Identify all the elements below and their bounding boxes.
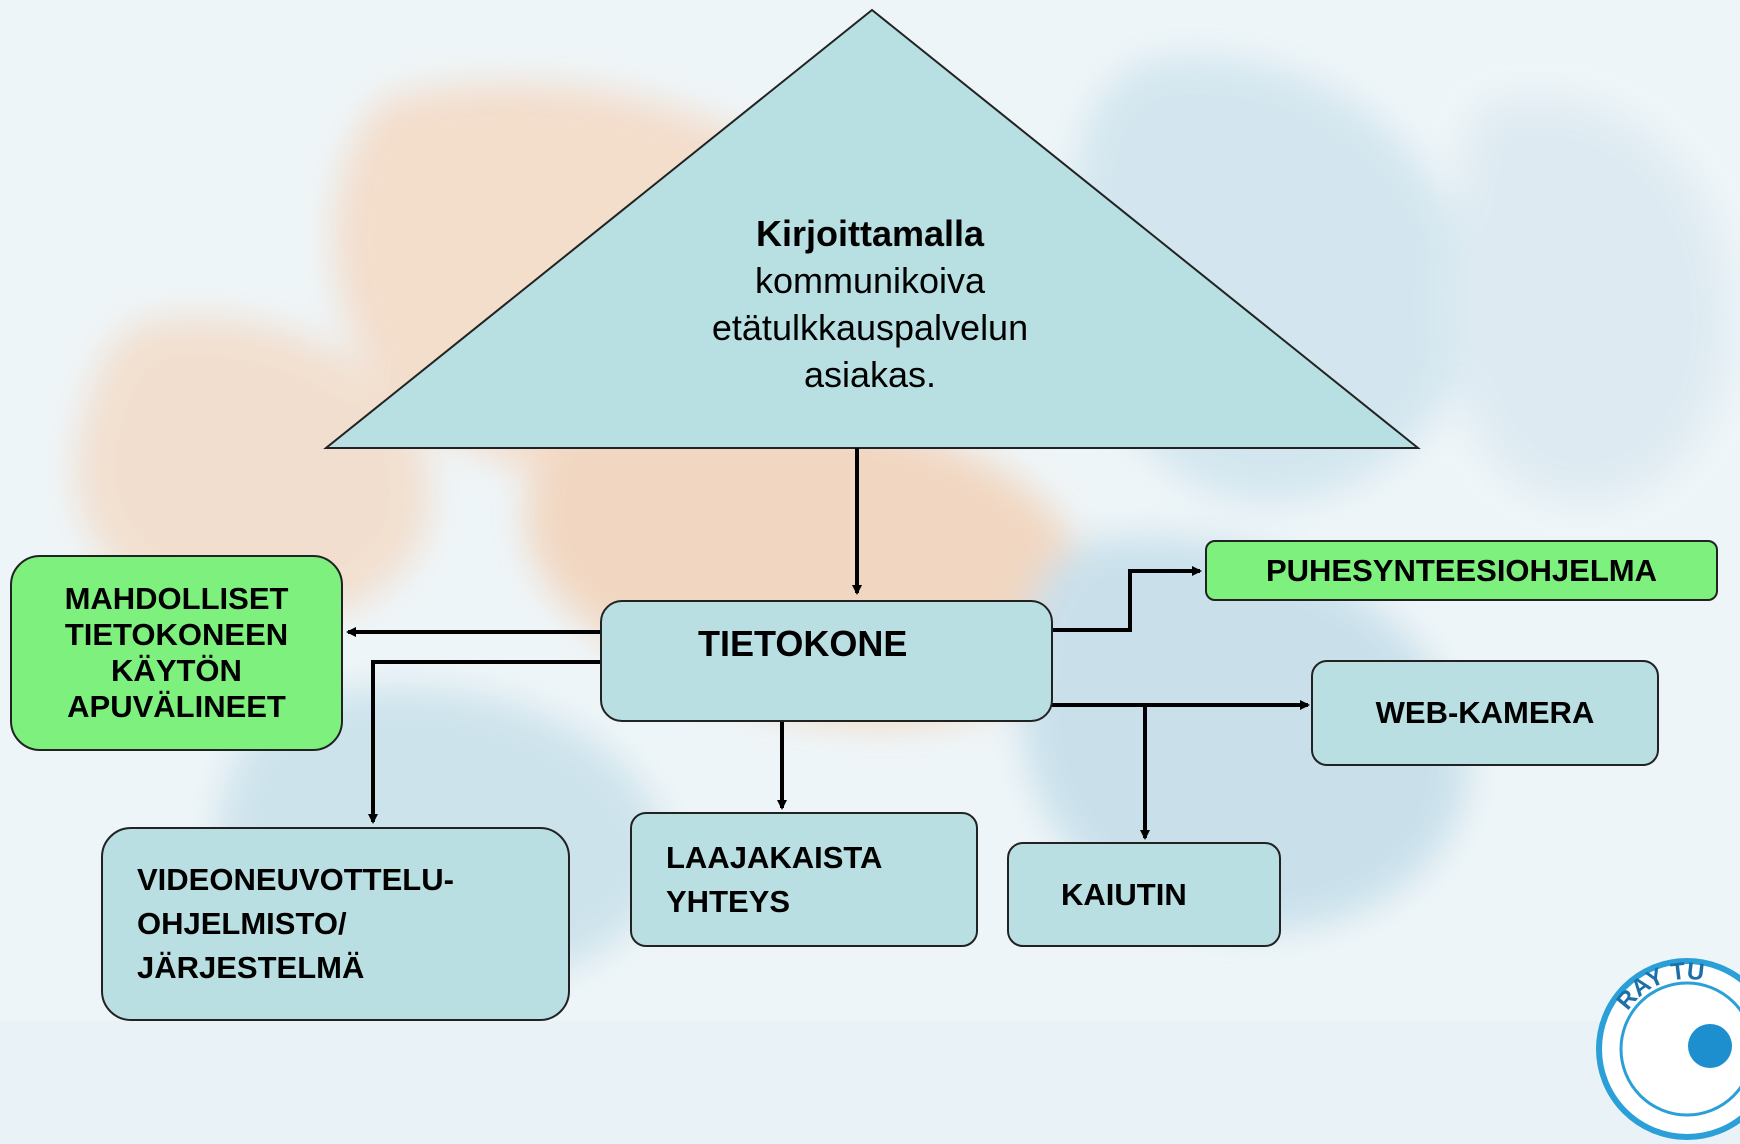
ray-logo: RAY TU <box>1596 958 1740 1140</box>
client-triangle <box>323 8 1421 449</box>
node-puhesynteesi: PUHESYNTEESIOHJELMA <box>1205 540 1718 601</box>
node-webkamera: WEB-KAMERA <box>1311 660 1659 766</box>
node-tietokone: TIETOKONE <box>600 600 1053 722</box>
arrow-to-puhesynteesi <box>1052 566 1202 632</box>
node-video-line-1: VIDEONEUVOTTELU- <box>137 862 454 897</box>
client-line-2: etätulkkauspalvelun <box>711 307 1029 348</box>
node-video-line-3: JÄRJESTELMÄ <box>137 950 365 985</box>
node-webkamera-label: WEB-KAMERA <box>1375 695 1595 730</box>
node-tietokone-label: TIETOKONE <box>698 623 908 664</box>
node-puhesynteesi-label: PUHESYNTEESIOHJELMA <box>1265 552 1657 588</box>
client-line-3: asiakas. <box>803 354 937 395</box>
node-apuvalineet-line-4: APUVÄLINEET <box>67 689 286 724</box>
node-laajakaista: LAAJAKAISTA YHTEYS <box>630 812 978 947</box>
client-title: Kirjoittamalla <box>755 213 985 254</box>
client-description: Kirjoittamalla kommunikoiva etätulkkausp… <box>620 210 1120 398</box>
node-apuvalineet-line-2: TIETOKONEEN <box>64 617 289 652</box>
client-line-1: kommunikoiva <box>754 260 986 301</box>
diagram-canvas <box>323 8 1421 840</box>
node-laajakaista-line-1: LAAJAKAISTA <box>666 839 883 875</box>
arrow-to-video <box>368 660 600 824</box>
node-video-line-2: OHJELMISTO/ <box>137 906 347 941</box>
node-apuvalineet-line-1: MAHDOLLISET <box>64 581 289 616</box>
node-laajakaista-line-2: YHTEYS <box>666 883 791 919</box>
node-video: VIDEONEUVOTTELU- OHJELMISTO/ JÄRJESTELMÄ <box>101 827 570 1021</box>
node-kaiutin-label: KAIUTIN <box>1061 876 1187 912</box>
node-apuvalineet: MAHDOLLISET TIETOKONEEN KÄYTÖN APUVÄLINE… <box>10 555 343 751</box>
node-apuvalineet-line-3: KÄYTÖN <box>111 653 242 688</box>
node-kaiutin: KAIUTIN <box>1007 842 1281 947</box>
